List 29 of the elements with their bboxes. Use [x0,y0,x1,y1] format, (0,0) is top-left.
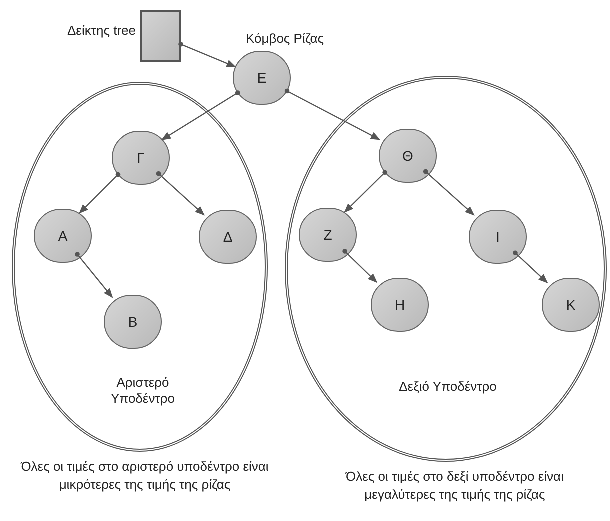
node-label: Γ [137,148,145,168]
node-label: Δ [223,228,233,246]
subtree-ellipse [12,82,268,452]
subtree-label: Αριστερό Υποδέντρο [110,375,176,408]
arrow [75,252,114,298]
caption-text: Όλες οι τιμές στο δεξί υποδέντρο είναι μεγαλύτερες της τιμής της ρίζας [344,468,565,504]
node-label: Β [128,312,138,332]
node-label: Α [58,226,68,246]
caption-text: Κόμβος Ρίζας [244,30,326,48]
node-label: Ζ [324,226,332,244]
caption-text: Δείκτης tree [66,22,136,40]
arrow [79,172,121,214]
arrow [513,250,548,284]
caption-text: Όλες οι τιμές στο αριστερό υποδέντρο είναι μικρότερες της τιμής της ρίζας [20,458,270,494]
node-label: Θ [402,146,414,166]
node-label: Ι [496,228,500,246]
arrow [284,88,381,140]
arrow [156,171,205,216]
arrow [344,170,388,214]
arrow [178,42,236,68]
arrow [423,169,475,216]
arrow [161,90,240,141]
node-label: Η [394,296,406,314]
arrow [342,249,378,284]
subtree-ellipse [285,76,607,462]
pointer-box [140,10,181,62]
subtree-label: Δεξιό Υποδέντρο [398,379,498,396]
node-label: Ε [257,68,267,88]
node-label: Κ [566,296,576,314]
